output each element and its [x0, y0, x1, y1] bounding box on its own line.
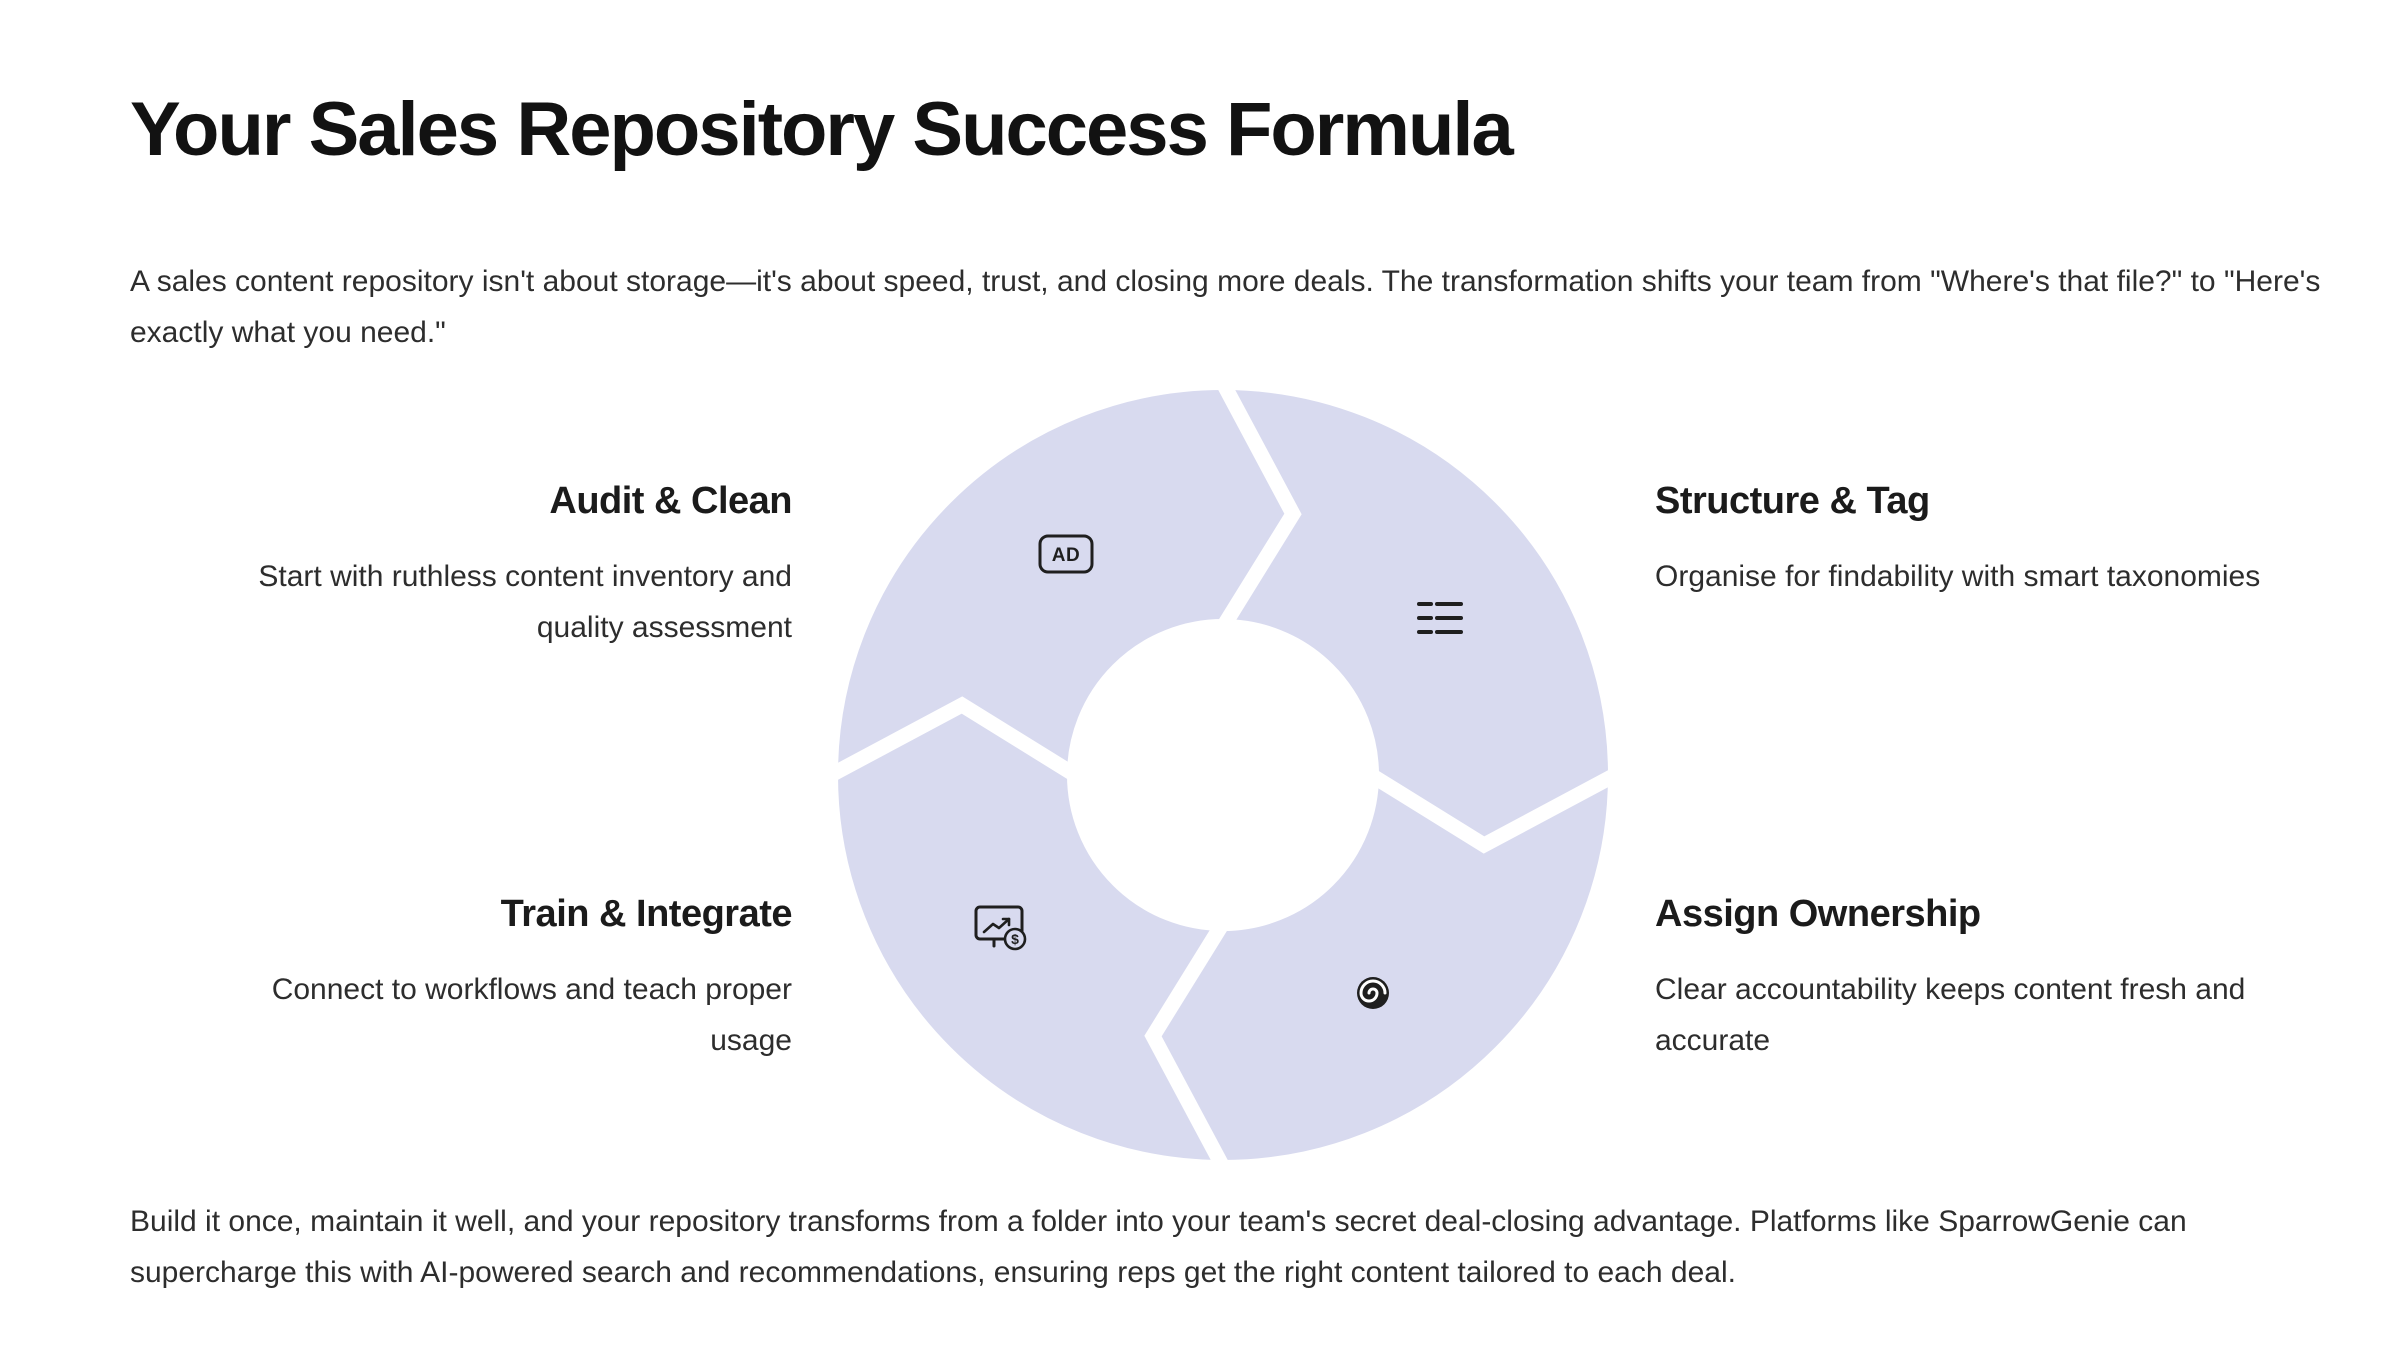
- step-title: Assign Ownership: [1655, 893, 1981, 935]
- step-audit-clean: Audit & Clean Start with ruthless conten…: [192, 480, 792, 653]
- intro-paragraph: A sales content repository isn't about s…: [130, 265, 2321, 349]
- cycle-arrow-gaps: [827, 379, 1619, 1171]
- step-description: Organise for findability with smart taxo…: [1655, 560, 2261, 593]
- swirl-icon: [1357, 977, 1389, 1009]
- ad-badge-icon: AD: [1038, 534, 1094, 574]
- cycle-arrow-gap-top: [1216, 379, 1302, 631]
- dollar-label: $: [1011, 931, 1019, 947]
- list-rows-icon: [1417, 602, 1463, 634]
- cycle-arrow-gap-right: [1367, 768, 1619, 854]
- step-title: Structure & Tag: [1655, 480, 1930, 522]
- step-assign-ownership: Assign Ownership Clear accountability ke…: [1655, 893, 2295, 1066]
- cycle-arrow-gap-left: [827, 696, 1079, 782]
- step-description: Connect to workflows and teach proper us…: [271, 973, 792, 1057]
- outro-paragraph: Build it once, maintain it well, and you…: [130, 1205, 2187, 1289]
- step-train-integrate: Train & Integrate Connect to workflows a…: [192, 893, 793, 1066]
- cycle-diagram: AD $: [827, 379, 1619, 1171]
- step-description: Start with ruthless content inventory an…: [258, 560, 792, 644]
- step-structure-tag: Structure & Tag Organise for findability…: [1655, 480, 2295, 602]
- step-title: Train & Integrate: [500, 893, 793, 935]
- cycle-arrow-gap-bottom: [1144, 919, 1230, 1171]
- step-title: Audit & Clean: [549, 480, 792, 522]
- page-title: Your Sales Repository Success Formula: [130, 87, 1514, 172]
- step-description: Clear accountability keeps content fresh…: [1655, 973, 2246, 1057]
- chart-monitor-icon: $: [974, 905, 1027, 951]
- ad-badge-label: AD: [1052, 545, 1080, 566]
- cycle-ring: [838, 390, 1608, 1160]
